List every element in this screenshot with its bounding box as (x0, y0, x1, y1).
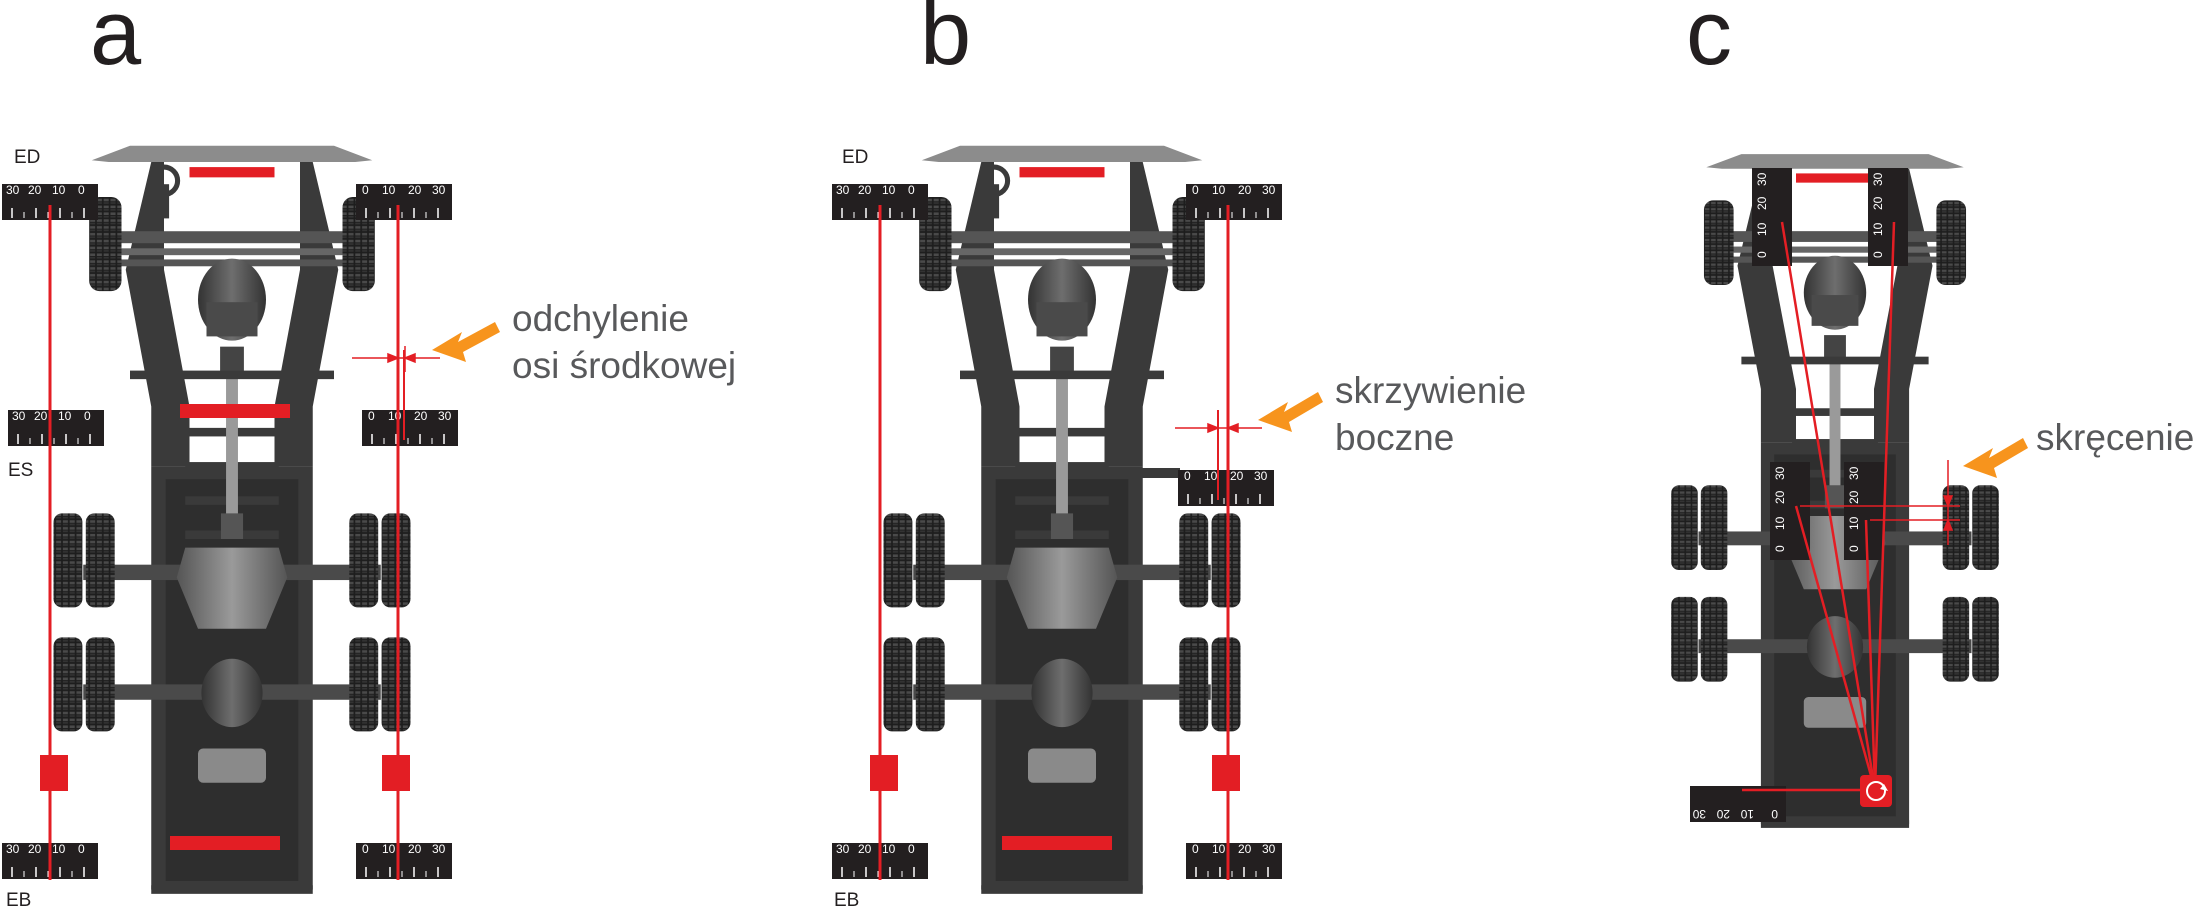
svg-text:20: 20 (408, 842, 422, 856)
svg-text:20: 20 (408, 183, 422, 197)
station-label-eb: EB (6, 890, 31, 910)
svg-text:0: 0 (1192, 183, 1199, 197)
callout-b-line-1: skrzywienie (1335, 370, 1526, 411)
svg-text:20: 20 (1238, 842, 1252, 856)
scale-labels-b: 30 20 10 0 0 10 20 30 0 10 20 30 30 20 1… (836, 183, 1276, 856)
deviation-marker-b (1175, 416, 1262, 442)
svg-text:30: 30 (1254, 469, 1268, 483)
svg-text:0: 0 (362, 842, 369, 856)
svg-text:10: 10 (882, 842, 896, 856)
svg-text:20: 20 (1230, 469, 1244, 483)
svg-text:30: 30 (1262, 842, 1276, 856)
svg-text:30: 30 (1262, 183, 1276, 197)
panel-a: a ED ES EB 30 20 10 0 0 10 20 30 30 20 1 (1, 0, 736, 910)
station-label-ed: ED (14, 147, 40, 168)
svg-text:20: 20 (414, 409, 428, 423)
panel-c: c 0 10 20 30 0 10 20 30 0 10 20 30 0 10 … (1671, 0, 2194, 828)
svg-text:10: 10 (1204, 469, 1218, 483)
callout-a-line-2: osi środkowej (512, 345, 736, 386)
svg-text:10: 10 (382, 183, 396, 197)
svg-text:30: 30 (12, 409, 26, 423)
svg-text:10: 10 (52, 183, 66, 197)
svg-text:0: 0 (78, 842, 85, 856)
svg-text:0: 0 (1771, 807, 1778, 821)
deviation-marker-c (1800, 460, 1960, 545)
svg-text:20: 20 (1238, 183, 1252, 197)
svg-text:30: 30 (6, 842, 20, 856)
scale-plate-middle-right-c (1844, 462, 1884, 560)
svg-text:20: 20 (1773, 490, 1787, 504)
svg-text:10: 10 (58, 409, 72, 423)
svg-text:0: 0 (362, 183, 369, 197)
scale-labels-c: 0 10 20 30 0 10 20 30 0 10 20 30 0 10 20… (1692, 172, 1885, 821)
svg-text:30: 30 (432, 842, 446, 856)
svg-text:10: 10 (882, 183, 896, 197)
svg-text:10: 10 (1740, 807, 1754, 821)
callout-c-line-1: skręcenie (2036, 417, 2194, 458)
svg-text:0: 0 (1773, 545, 1787, 552)
svg-text:30: 30 (1871, 172, 1885, 186)
laser-emitter-right-b (1212, 755, 1240, 791)
scale-plate-front-right-c (1868, 168, 1908, 266)
svg-text:20: 20 (1847, 490, 1861, 504)
svg-text:30: 30 (1755, 172, 1769, 186)
svg-text:0: 0 (1871, 251, 1885, 258)
callout-b-line-2: boczne (1335, 417, 1454, 458)
scale-plate-middle-left-c (1770, 462, 1810, 560)
svg-text:10: 10 (1212, 183, 1226, 197)
deviation-marker-a (352, 346, 440, 372)
svg-text:20: 20 (1716, 807, 1730, 821)
panel-letter-c: c (1686, 0, 1732, 84)
scale-plate-rear-c (1690, 786, 1786, 822)
svg-text:20: 20 (1871, 196, 1885, 210)
svg-text:10: 10 (382, 842, 396, 856)
svg-text:10: 10 (1755, 222, 1769, 236)
svg-text:0: 0 (1184, 469, 1191, 483)
svg-text:10: 10 (1847, 516, 1861, 530)
panel-letter-b: b (920, 0, 971, 84)
station-label-es: ES (8, 460, 33, 481)
laser-emitter-left-b (870, 755, 898, 791)
svg-text:10: 10 (1773, 516, 1787, 530)
svg-text:10: 10 (1871, 222, 1885, 236)
svg-text:10: 10 (1212, 842, 1226, 856)
callout-a-line-1: odchylenie (512, 298, 689, 339)
svg-text:0: 0 (78, 183, 85, 197)
svg-text:30: 30 (1847, 466, 1861, 480)
svg-text:0: 0 (84, 409, 91, 423)
svg-text:10: 10 (52, 842, 66, 856)
scale-labels-a: 30 20 10 0 0 10 20 30 30 20 10 0 0 10 20… (6, 183, 452, 856)
svg-text:0: 0 (368, 409, 375, 423)
callout-arrow-b (1258, 392, 1323, 432)
svg-text:30: 30 (432, 183, 446, 197)
svg-text:30: 30 (836, 842, 850, 856)
callout-arrow-c (1963, 438, 2028, 478)
callout-arrow-a (432, 322, 500, 362)
svg-text:30: 30 (438, 409, 452, 423)
station-label-eb-b: EB (834, 890, 859, 910)
rotation-target-icon (1860, 775, 1892, 807)
svg-text:30: 30 (1773, 466, 1787, 480)
svg-text:20: 20 (28, 183, 42, 197)
svg-text:20: 20 (858, 183, 872, 197)
svg-text:0: 0 (908, 842, 915, 856)
panel-letter-a: a (90, 0, 142, 84)
svg-text:20: 20 (1755, 196, 1769, 210)
svg-text:0: 0 (908, 183, 915, 197)
svg-text:30: 30 (6, 183, 20, 197)
svg-text:20: 20 (28, 842, 42, 856)
laser-emitter-right (382, 755, 410, 791)
panel-b: b ED EB 30 20 10 0 0 10 20 30 0 10 20 30… (831, 0, 1526, 910)
svg-text:20: 20 (858, 842, 872, 856)
svg-text:10: 10 (388, 409, 402, 423)
station-label-ed-b: ED (842, 147, 868, 168)
laser-emitter-left (40, 755, 68, 791)
svg-text:0: 0 (1755, 251, 1769, 258)
svg-text:30: 30 (1692, 807, 1706, 821)
svg-text:0: 0 (1192, 842, 1199, 856)
svg-text:30: 30 (836, 183, 850, 197)
svg-text:0: 0 (1847, 545, 1861, 552)
svg-text:20: 20 (34, 409, 48, 423)
